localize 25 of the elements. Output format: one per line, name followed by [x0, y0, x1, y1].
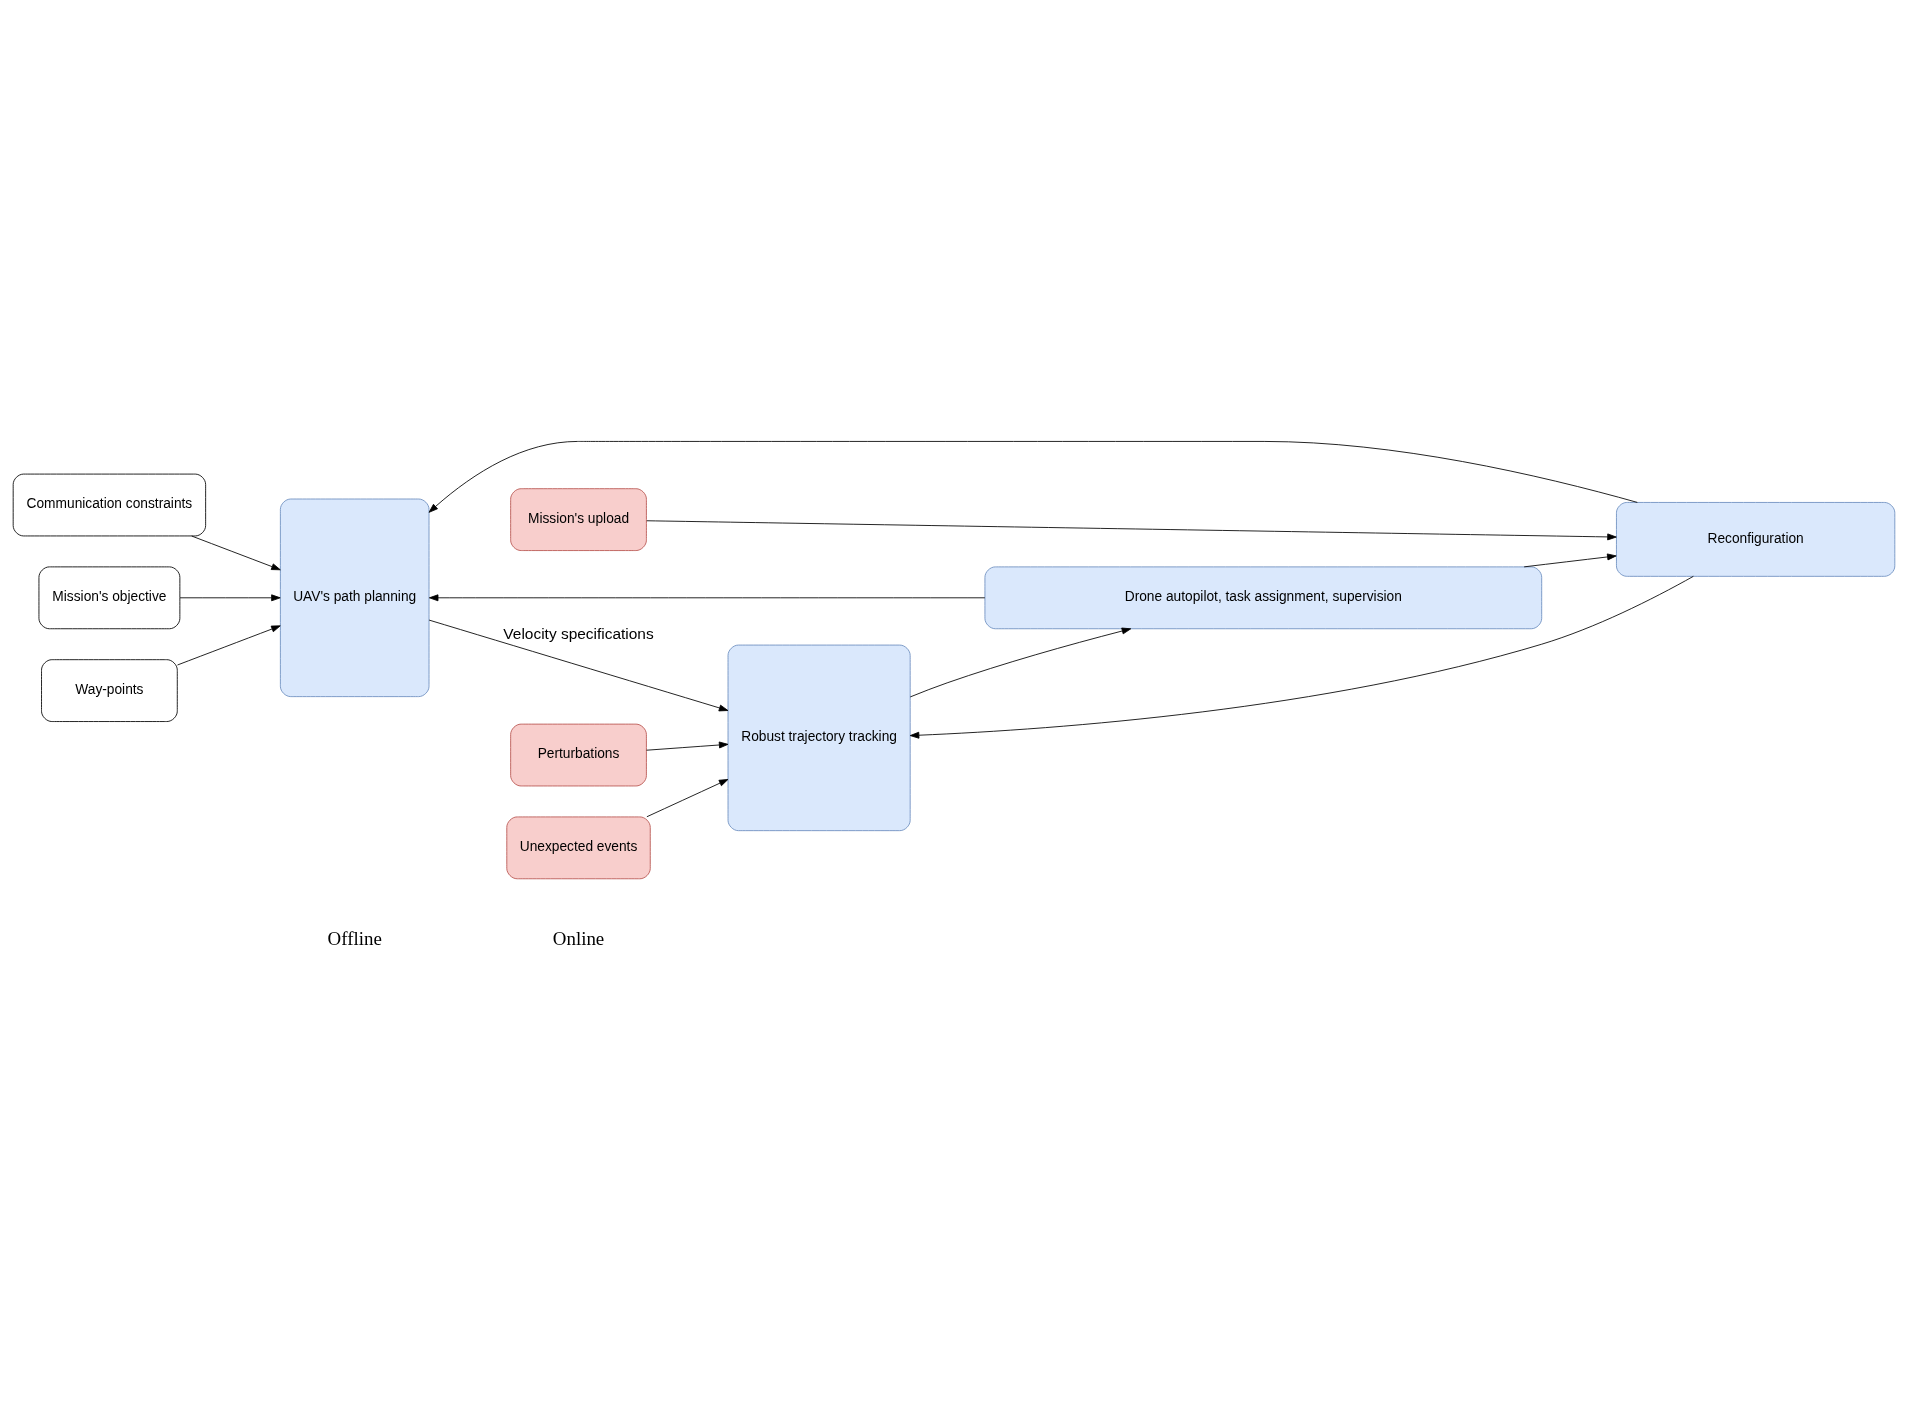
arrow [909, 627, 1132, 697]
arrow [191, 535, 281, 570]
node-box: UAV's path planning [279, 498, 430, 697]
node-box: Mission's objective [38, 565, 181, 629]
arrow [177, 624, 281, 665]
edge-label: Velocity specifications [503, 624, 654, 642]
arrow [1523, 553, 1617, 567]
arrow [909, 575, 1694, 739]
node-box: Perturbations [510, 723, 647, 786]
node-box: Drone autopilot, task assignment, supervision [984, 565, 1543, 629]
node-box: Communication constraints [12, 473, 207, 536]
label: Offline [327, 927, 382, 949]
arrow [646, 741, 729, 751]
arrow [428, 440, 1638, 513]
arrow [428, 619, 729, 711]
node-box: Mission's upload [510, 487, 647, 551]
arrow [428, 593, 986, 601]
arrow [646, 519, 1617, 540]
node-box: Robust trajectory tracking [727, 644, 911, 831]
arrow [179, 593, 281, 601]
label: Online [552, 927, 605, 949]
node-box: Way-points [41, 658, 178, 722]
arrow [646, 778, 729, 817]
node-box: Unexpected events [506, 816, 651, 879]
node-box: Reconfiguration [1616, 501, 1896, 577]
